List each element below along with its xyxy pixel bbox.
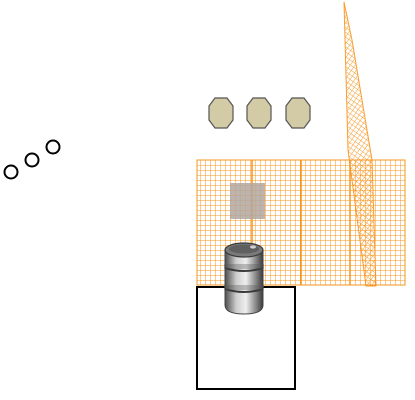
ring-markers [3, 139, 61, 180]
mesh-diagonal-strip [343, 1, 377, 287]
ring-marker [24, 152, 40, 168]
oil-barrel [224, 242, 264, 315]
octagon-marker [285, 97, 311, 129]
gray-patch [230, 183, 265, 219]
ring-marker [45, 139, 61, 155]
octagon-marker [208, 97, 234, 129]
octagon-markers [208, 97, 311, 129]
octagon-marker [246, 97, 272, 129]
ring-marker [3, 164, 19, 180]
